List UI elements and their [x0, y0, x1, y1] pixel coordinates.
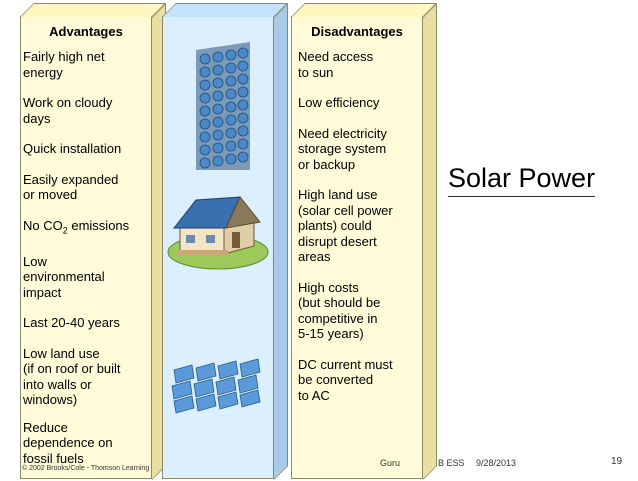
footer-date: 9/28/2013 — [476, 458, 517, 468]
disadvantage-item: Low efficiency — [298, 95, 380, 110]
solar-array-rows — [171, 358, 261, 414]
advantage-item: Easily expanded or moved — [23, 171, 119, 203]
solar-farm-illustration — [171, 358, 261, 414]
advantages-list: Fairly high net energy Work on cloudy da… — [23, 49, 151, 481]
footer-author: Guru — [380, 458, 401, 468]
house-roof-side — [225, 196, 261, 229]
advantage-item: Last 20-40 years — [23, 315, 120, 331]
co2-prefix: No CO — [23, 217, 63, 233]
disadvantage-item: DC current must be converted to AC — [298, 356, 393, 403]
disadvantage-item: High land use (solar cell power plants) … — [298, 187, 393, 264]
house-porch — [178, 250, 228, 255]
slide-number: 19 — [611, 456, 623, 467]
house-door — [232, 232, 240, 248]
disadvantages-panel-top — [291, 3, 437, 17]
advantages-panel-top — [20, 3, 166, 17]
disadvantages-panel-side — [423, 3, 437, 480]
slide-title: Solar Power — [448, 163, 596, 197]
advantages-heading: Advantages — [49, 24, 123, 39]
solar-cells — [199, 47, 249, 169]
advantage-item: Low land use (if on roof or built into w… — [23, 345, 121, 408]
advantages-panel — [20, 3, 166, 480]
advantage-item: Quick installation — [23, 141, 122, 156]
disadvantages-list: Need access to sun Low efficiency Need e… — [298, 49, 422, 418]
solar-panel-illustration — [196, 42, 250, 170]
disadvantage-item: Need electricity storage system or backu… — [298, 125, 387, 172]
solar-house-illustration — [167, 196, 269, 270]
disadvantages-heading: Disadvantages — [311, 24, 403, 39]
advantage-item: Reduce dependence on fossil fuels — [23, 419, 113, 466]
advantage-item-co2: No CO2 emissions — [23, 218, 151, 239]
illustration-panel-side — [274, 3, 288, 480]
copyright-notice: © 2002 Brooks/Cole - Thomson Learning — [22, 465, 150, 472]
footer-course: B ESS — [438, 458, 465, 468]
disadvantage-item: Need access to sun — [298, 49, 374, 80]
co2-suffix: emissions — [67, 217, 130, 233]
advantage-item: Fairly high net energy — [23, 49, 105, 80]
house-window — [206, 235, 215, 243]
advantage-item: Work on cloudy days — [23, 95, 113, 126]
advantage-item: Low environmental impact — [23, 253, 105, 300]
illustration-panel-top — [162, 3, 288, 17]
house-window — [186, 235, 195, 243]
co2-subscript: 2 — [62, 225, 68, 236]
disadvantage-item: High costs (but should be competitive in… — [298, 279, 381, 342]
